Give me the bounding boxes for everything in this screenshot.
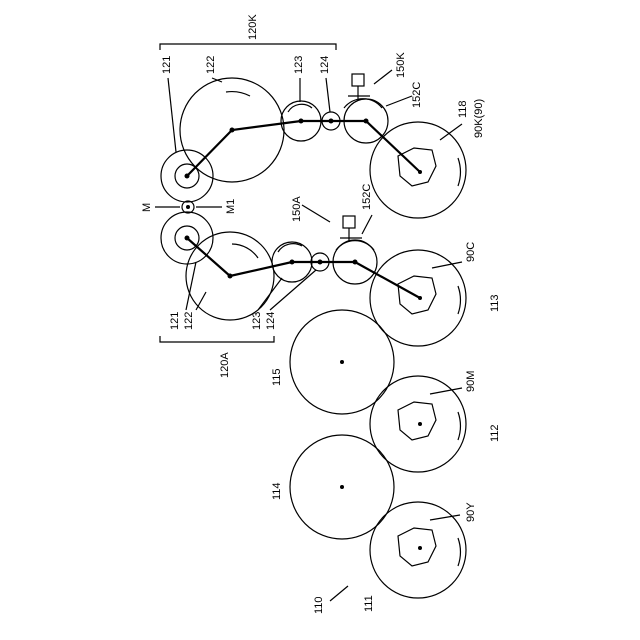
gear-114 — [290, 435, 394, 539]
rotation-arrow-icon — [458, 538, 460, 566]
gear-115 — [290, 310, 394, 414]
rotation-arrow-icon — [226, 92, 250, 96]
solenoid-icon — [352, 74, 364, 86]
label-120k: 120K — [247, 14, 259, 40]
label-150a: 150A — [291, 196, 303, 222]
solenoid-icon — [343, 216, 355, 228]
label-111: 111 — [363, 595, 375, 612]
rotation-arrow-icon — [458, 412, 460, 440]
label-115: 115 — [271, 368, 283, 386]
label-112: 112 — [489, 424, 501, 442]
label-113: 113 — [489, 294, 501, 312]
cam-90y — [398, 528, 436, 566]
rotation-arrow-icon — [458, 286, 460, 314]
label-118: 118 — [457, 100, 469, 118]
label-124-a: 124 — [265, 312, 277, 330]
bracket-120k — [160, 44, 336, 50]
label-m1: M1 — [225, 199, 237, 214]
rotation-arrow-icon — [232, 244, 258, 258]
label-m: M — [141, 203, 153, 212]
cam-90m — [398, 402, 436, 440]
cam-90k — [398, 148, 436, 186]
label-90y: 90Y — [465, 502, 477, 522]
label-90m: 90M — [465, 371, 477, 392]
label-124-k: 124 — [319, 56, 331, 74]
label-121-a: 121 — [169, 312, 181, 330]
rotation-arrow-icon — [458, 158, 460, 186]
motor-assembly — [155, 201, 222, 213]
label-123-a: 123 — [251, 312, 263, 330]
label-110: 110 — [313, 596, 325, 614]
cam-90c — [398, 276, 436, 314]
label-123-k: 123 — [293, 56, 305, 74]
label-122-a: 122 — [183, 312, 195, 330]
rotation-arrow-icon — [288, 104, 312, 112]
label-120a: 120A — [219, 352, 231, 378]
label-90c: 90C — [465, 242, 477, 262]
label-150k: 150K — [395, 52, 407, 78]
label-122-k: 122 — [205, 56, 217, 74]
label-121-k: 121 — [161, 56, 173, 74]
label-114: 114 — [271, 482, 283, 500]
unit-120k — [161, 74, 420, 202]
label-90k: 90K(90) — [473, 99, 485, 138]
bracket-120a — [160, 336, 274, 342]
label-152c-k: 152C — [411, 82, 423, 108]
label-152c-a: 152C — [361, 184, 373, 210]
